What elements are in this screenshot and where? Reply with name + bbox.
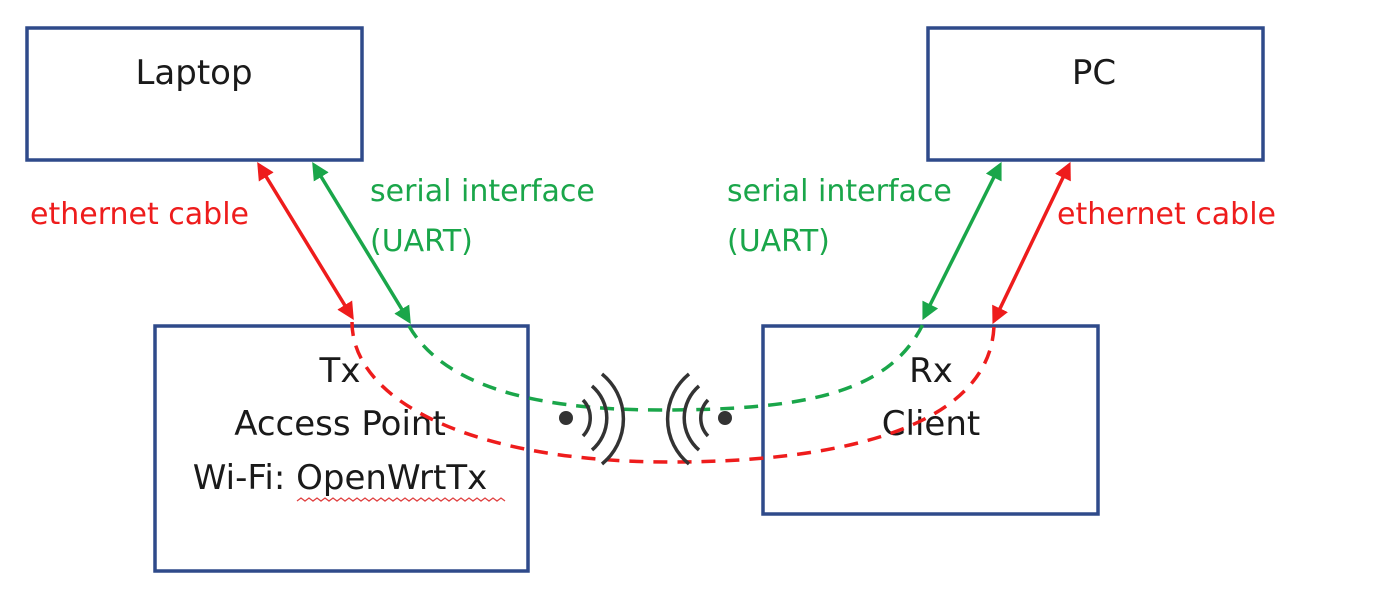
tx-wifi-prefix: Wi-Fi:: [193, 458, 296, 498]
right-ethernet-label: ethernet cable: [1057, 197, 1276, 232]
wifi-broadcast-left-icon: [665, 372, 732, 466]
laptop-node: Laptop: [25, 26, 364, 162]
left-serial-arrow: [312, 162, 411, 324]
rx-node: Rx Client: [761, 324, 1100, 516]
laptop-box: [25, 26, 364, 162]
right-serial-label-line2: (UART): [727, 224, 830, 259]
tx-wifi-ssid: OpenWrtTx: [296, 458, 487, 498]
right-serial-arrow: [922, 161, 1002, 321]
left-serial-label-line2: (UART): [370, 224, 473, 259]
left-ethernet-label: ethernet cable: [30, 197, 249, 232]
tx-label-line1: Tx: [319, 351, 361, 391]
tx-label-line2: Access Point: [234, 404, 446, 444]
ethernet-wireless-path: [350, 321, 996, 464]
pc-label: PC: [1072, 53, 1116, 93]
pc-box: [926, 26, 1265, 162]
rx-box: [761, 324, 1100, 516]
wifi-broadcast-right-icon: [559, 372, 626, 466]
spellcheck-underline: [296, 497, 506, 502]
left-ethernet-arrow: [257, 162, 354, 320]
tx-node: Tx Access Point Wi-Fi: OpenWrtTx: [153, 324, 530, 573]
laptop-label: Laptop: [135, 53, 252, 93]
rx-label-line1: Rx: [909, 351, 953, 391]
pc-node: PC: [926, 26, 1265, 162]
serial-wireless-path: [407, 321, 926, 412]
rx-label-line2: Client: [882, 404, 980, 444]
tx-label-line3: Wi-Fi: OpenWrtTx: [193, 458, 488, 498]
right-serial-label-line1: serial interface: [727, 174, 952, 209]
tx-box: [153, 324, 530, 573]
right-ethernet-arrow: [992, 161, 1071, 325]
left-serial-label-line1: serial interface: [370, 174, 595, 209]
